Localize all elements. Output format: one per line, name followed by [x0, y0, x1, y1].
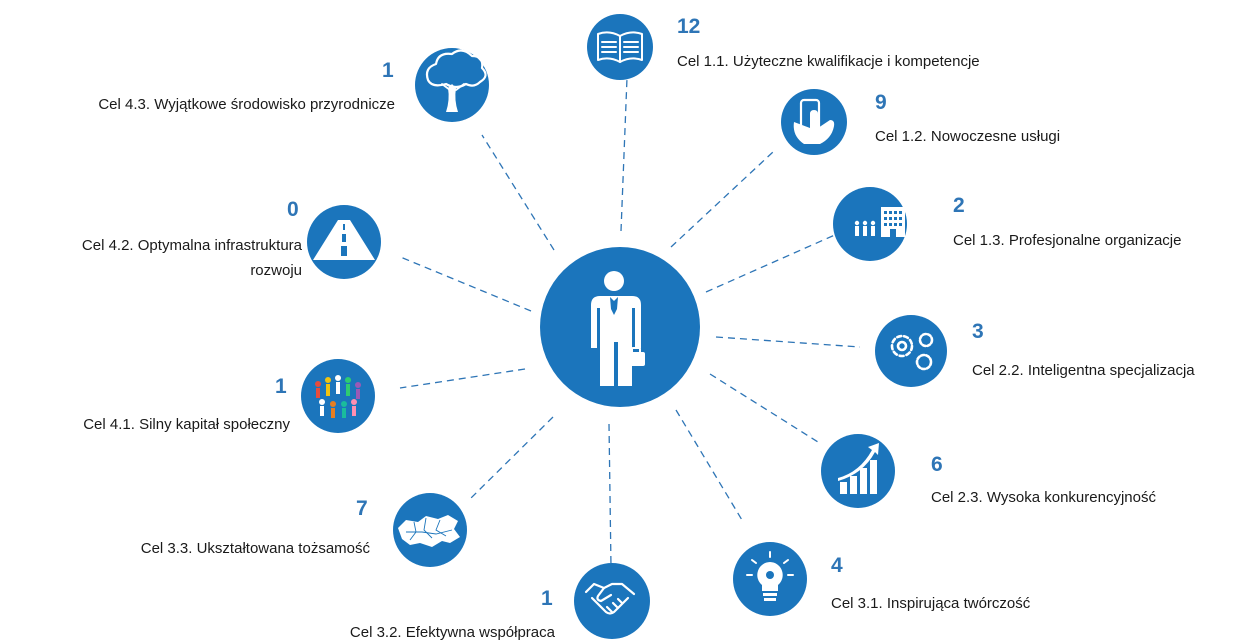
goal-label-c31: Cel 3.1. Inspirująca twórczość	[831, 595, 1031, 612]
goal-node-c12	[781, 89, 847, 155]
goal-count-c32: 1	[541, 587, 553, 610]
connector-c31	[675, 409, 743, 521]
businessman-icon	[591, 271, 645, 386]
gears-icon	[890, 332, 934, 371]
building-people-icon	[854, 207, 914, 237]
tree-icon	[425, 49, 487, 112]
goal-count-c41: 1	[275, 375, 287, 398]
connector-c32	[608, 423, 612, 568]
goal-label-c42-line2: rozwoju	[250, 262, 302, 279]
connector-c43	[481, 134, 555, 251]
lightbulb-icon	[746, 551, 794, 601]
goal-node-c33	[393, 493, 467, 567]
goal-label-c13: Cel 1.3. Profesjonalne organizacje	[953, 232, 1181, 249]
connector-c12	[670, 151, 774, 248]
goal-count-c33: 7	[356, 497, 368, 520]
goal-node-c42	[307, 205, 381, 279]
goal-node-c13	[833, 187, 914, 261]
road-icon	[313, 220, 375, 260]
goal-label-c11: Cel 1.1. Użyteczne kwalifikacje i kompet…	[677, 53, 980, 70]
goal-count-c23: 6	[931, 453, 943, 476]
goal-node-c22	[875, 315, 947, 387]
handshake-icon	[584, 582, 636, 615]
goal-label-c43: Cel 4.3. Wyjątkowe środowisko przyrodnic…	[98, 96, 395, 113]
goal-count-c43: 1	[382, 59, 394, 82]
goal-count-c42: 0	[287, 198, 299, 221]
goal-label-c22: Cel 2.2. Inteligentna specjalizacja	[972, 362, 1195, 379]
crowd-icon	[315, 375, 361, 418]
goal-label-c42-line1: Cel 4.2. Optymalna infrastruktura	[82, 237, 303, 254]
goal-node-c32	[574, 563, 650, 639]
goal-count-c12: 9	[875, 91, 887, 114]
connector-c41	[399, 368, 526, 389]
smartphone-hand-icon	[793, 98, 835, 144]
growth-chart-icon	[838, 443, 879, 494]
connector-c11	[620, 77, 628, 232]
goal-node-c23	[821, 434, 895, 508]
connector-c22	[715, 336, 861, 348]
goal-count-c11: 12	[677, 15, 700, 38]
goal-label-c23: Cel 2.3. Wysoka konkurencyjność	[931, 489, 1156, 506]
goal-node-c11	[587, 14, 653, 80]
book-icon	[597, 31, 643, 63]
goal-node-c41	[301, 359, 375, 433]
connectors	[397, 77, 861, 568]
goal-label-c33: Cel 3.3. Ukształtowana tożsamość	[141, 540, 371, 557]
goal-count-c22: 3	[972, 320, 984, 343]
connector-c23	[709, 373, 819, 443]
goal-node-c31	[733, 542, 807, 616]
goal-label-c41: Cel 4.1. Silny kapitał społeczny	[83, 416, 290, 433]
connector-c13	[705, 233, 838, 293]
region-map-icon	[398, 515, 460, 547]
goal-label-c32: Cel 3.2. Efektywna współpraca	[350, 624, 556, 641]
connector-c33	[468, 416, 554, 501]
goal-node-c43	[415, 48, 489, 122]
goal-count-c13: 2	[953, 194, 965, 217]
center-node	[540, 247, 700, 407]
goal-count-c31: 4	[831, 554, 843, 577]
goal-label-c12: Cel 1.2. Nowoczesne usługi	[875, 128, 1060, 145]
connector-c42	[397, 255, 532, 312]
